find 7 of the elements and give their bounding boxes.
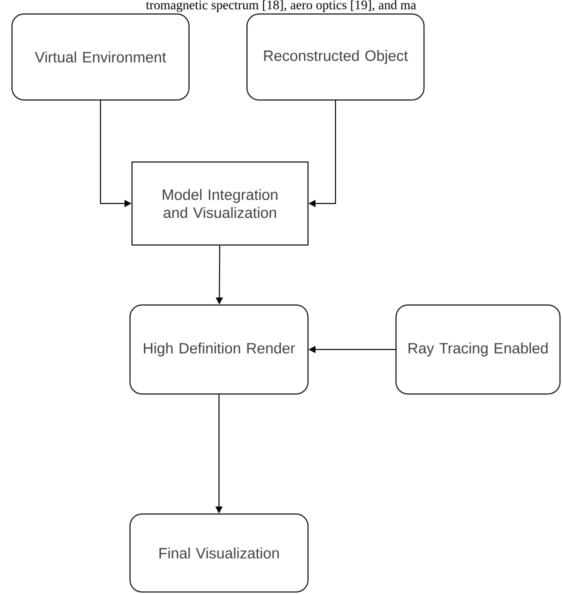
rounded-box: Final Visualization — [130, 514, 308, 592]
rounded-box: High Definition Render — [130, 304, 308, 394]
running-text: tromagnetic spectrum [18], aero optics [19], and ma — [146, 0, 416, 12]
process-box: Model Integration and Visualization — [132, 162, 308, 246]
rounded-box: Virtual Environment — [12, 14, 190, 100]
rounded-box: Reconstructed Object — [246, 14, 424, 100]
rounded-box: Ray Tracing Enabled — [396, 304, 560, 394]
